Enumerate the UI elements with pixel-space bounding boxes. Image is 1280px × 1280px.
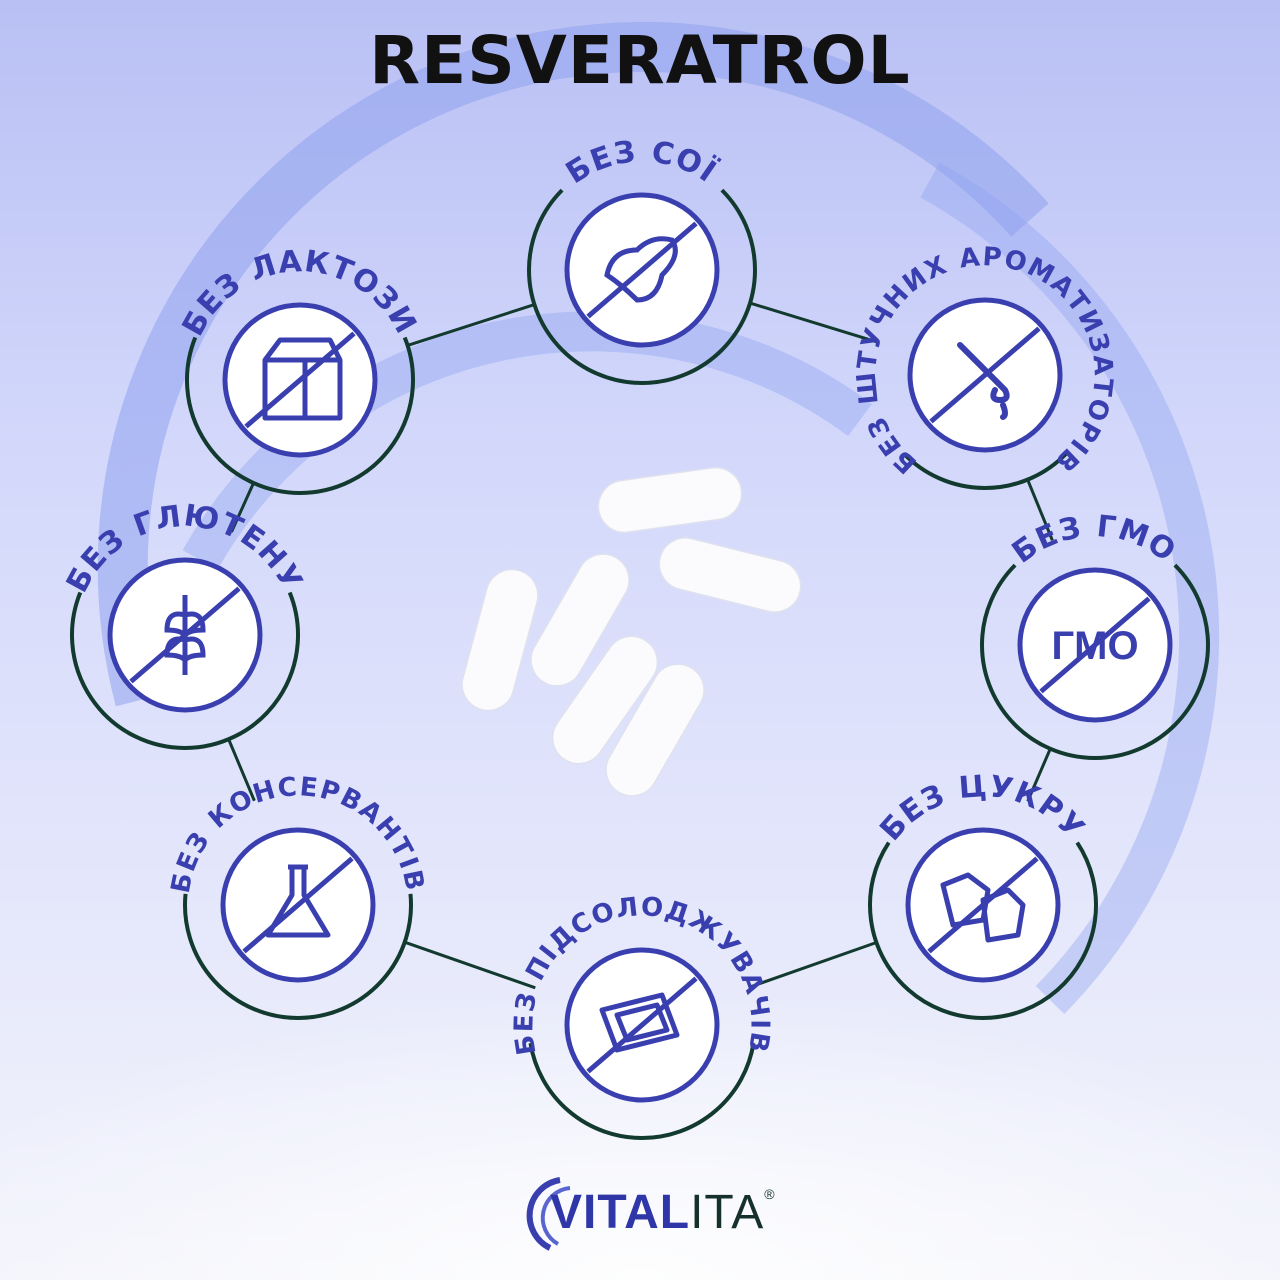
connector-line xyxy=(748,941,877,989)
swirl-decoration xyxy=(182,311,872,570)
capsule xyxy=(658,537,802,613)
badge-ring xyxy=(980,563,1210,760)
badge-label: БЕЗ ГМО xyxy=(1006,509,1184,571)
connector-line xyxy=(407,303,535,347)
soy-icon xyxy=(604,236,678,303)
swirl-decoration xyxy=(920,162,1220,1015)
badge-ring xyxy=(902,452,1068,490)
strike-line xyxy=(929,326,1041,424)
strike-line xyxy=(927,856,1039,954)
swirl-logo-icon xyxy=(526,1177,571,1251)
badge-ring xyxy=(70,591,300,750)
dropper-icon xyxy=(957,342,1010,420)
badge-ring xyxy=(185,336,415,495)
strike-line xyxy=(244,331,356,429)
sweetener-icon xyxy=(599,992,680,1053)
badge-label: БЕЗ СОЇ xyxy=(560,134,725,191)
logo-text-bold: VITAL xyxy=(550,1185,691,1239)
strike-line xyxy=(242,856,354,954)
strike-line xyxy=(586,221,698,319)
connector-line xyxy=(230,482,255,533)
flask-icon xyxy=(265,864,331,938)
badge-ring xyxy=(183,893,413,1020)
strike-line xyxy=(129,586,241,684)
capsules-image xyxy=(461,466,802,797)
badge-ring xyxy=(868,841,1098,1020)
logo-text-light: ITA xyxy=(690,1185,765,1239)
connector-line xyxy=(749,301,878,344)
connector-line xyxy=(227,738,256,802)
badge-wheat: БЕЗ ГЛЮТЕНУ xyxy=(60,498,307,750)
connector-line xyxy=(1026,479,1054,541)
connector-line xyxy=(1026,748,1052,802)
swirl-decoration xyxy=(97,22,1049,707)
badge-label-text: БЕЗ ГМО xyxy=(1006,509,1181,571)
badge-label-text: БЕЗ СОЇ xyxy=(560,134,722,191)
capsule xyxy=(597,466,743,534)
page-title: RESVERATROL xyxy=(369,22,911,99)
badge-ring xyxy=(528,1042,756,1140)
strike-line xyxy=(1039,596,1151,694)
registered-mark: ® xyxy=(764,1186,775,1202)
milk-carton-icon xyxy=(262,337,343,421)
connector-line xyxy=(404,940,536,990)
capsule xyxy=(551,635,659,765)
strike-line xyxy=(586,976,698,1074)
badge-ring xyxy=(527,188,757,385)
capsule xyxy=(461,568,539,712)
capsule xyxy=(605,663,705,797)
capsule xyxy=(530,553,630,687)
